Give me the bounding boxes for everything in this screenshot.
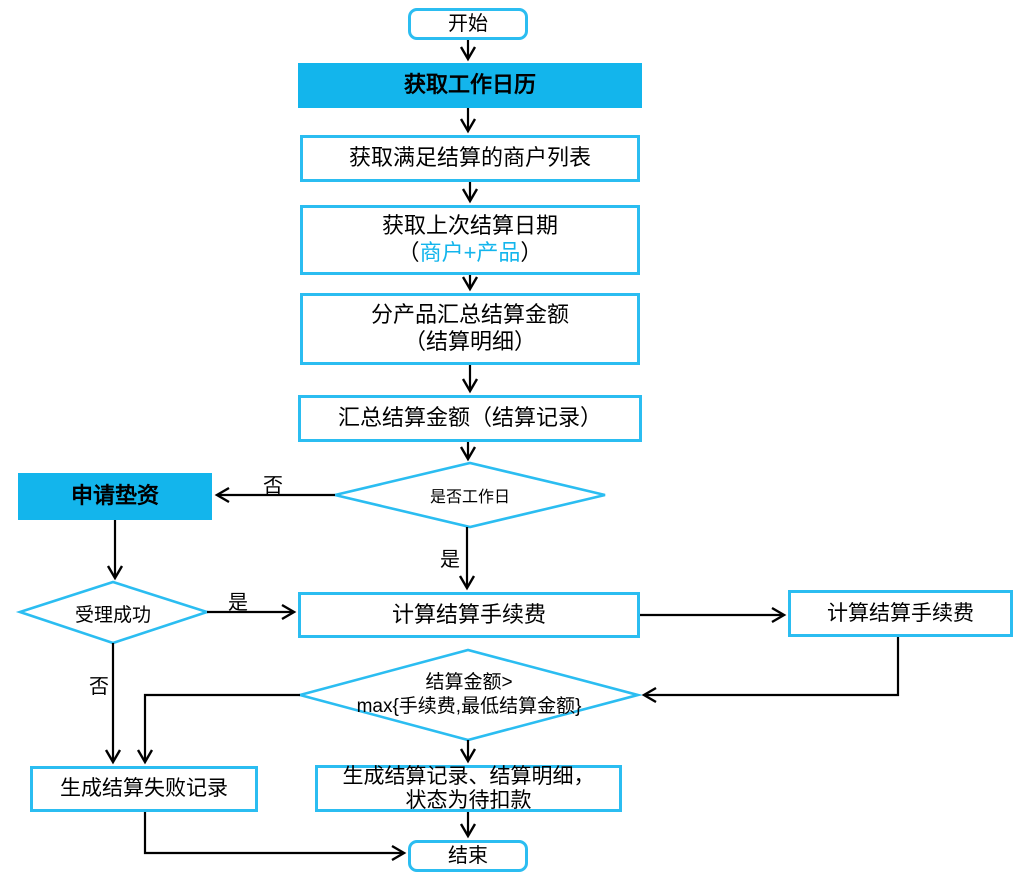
edge-calcfeeright-to-amountcheck (641, 637, 900, 704)
node-sum-by-product-line2: （结算明细） (403, 329, 536, 354)
node-sum-by-product-line1: 分产品汇总结算金额 (370, 302, 569, 328)
node-get-calendar-label: 获取工作日历 (403, 72, 536, 98)
node-calc-fee-center: 计算结算手续费 (298, 592, 640, 638)
paren-open: （ (397, 240, 420, 265)
decision-is-workday-shape (334, 461, 606, 529)
node-calc-fee-right-label: 计算结算手续费 (827, 601, 974, 625)
branch-label-workday-no: 否 (263, 475, 283, 497)
node-get-last-date: 获取上次结算日期 （商户+产品） (300, 205, 640, 275)
branch-label-accept-yes: 是 (228, 592, 248, 614)
node-gen-record-line2: 状态为待扣款 (405, 788, 532, 812)
highlight-merchant-product: 商户+产品 (419, 240, 521, 265)
node-end-label: 结束 (448, 844, 488, 867)
node-get-last-date-line2: （商户+产品） (398, 240, 543, 267)
node-gen-record: 生成结算记录、结算明细， 状态为待扣款 (315, 765, 622, 812)
decision-is-workday-label: 是否工作日 (429, 489, 510, 506)
node-get-merchants-label: 获取满足结算的商户列表 (348, 145, 591, 171)
decision-amount-check-line1: 结算金额> (425, 672, 513, 694)
node-calc-fee-right: 计算结算手续费 (788, 590, 1013, 637)
node-end: 结束 (408, 840, 528, 872)
node-gen-fail: 生成结算失败记录 (30, 766, 258, 812)
node-apply-advance: 申请垫资 (18, 473, 212, 520)
node-gen-record-line1: 生成结算记录、结算明细， (342, 764, 595, 788)
edge-genfail-to-end (143, 812, 407, 862)
node-start: 开始 (408, 8, 528, 40)
node-calc-fee-center-label: 计算结算手续费 (391, 601, 546, 627)
edge-amountcheck-no-to-genfail (136, 693, 300, 765)
node-get-calendar: 获取工作日历 (298, 63, 642, 108)
decision-accept-success-label: 受理成功 (74, 604, 151, 626)
node-start-label: 开始 (448, 12, 488, 35)
node-get-last-date-line1: 获取上次结算日期 (381, 213, 558, 239)
node-apply-advance-label: 申请垫资 (70, 483, 159, 509)
decision-amount-check-label: 结算金额> max{手续费,最低结算金额} (304, 670, 634, 720)
node-gen-fail-label: 生成结算失败记录 (60, 777, 228, 801)
node-get-merchants: 获取满足结算的商户列表 (300, 135, 640, 182)
branch-label-workday-yes: 是 (440, 549, 460, 571)
node-sum-by-product: 分产品汇总结算金额 （结算明细） (300, 293, 640, 365)
decision-amount-check-shape (294, 648, 644, 742)
node-sum-total-label: 汇总结算金额（结算记录） (337, 405, 602, 431)
decision-amount-check-line2: max{手续费,最低结算金额} (356, 696, 582, 717)
branch-label-accept-no: 否 (89, 676, 109, 698)
node-sum-total: 汇总结算金额（结算记录） (298, 395, 642, 442)
paren-close: ） (520, 240, 543, 265)
